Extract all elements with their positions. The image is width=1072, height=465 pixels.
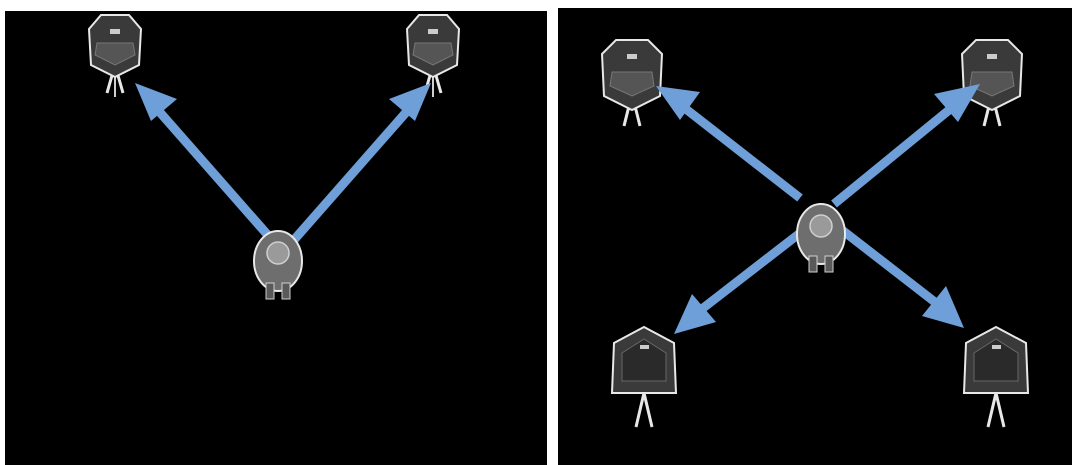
speaker-icon	[405, 13, 461, 99]
speaker-icon	[600, 38, 664, 128]
listener-icon	[253, 230, 303, 300]
stereo-setup-panel	[5, 11, 547, 465]
arrow-icon	[289, 83, 431, 244]
speaker-icon	[960, 38, 1024, 128]
arrow-icon	[656, 86, 803, 202]
arrow-icon	[831, 84, 980, 208]
arrow-icon	[839, 226, 964, 328]
quad-setup-panel	[558, 8, 1072, 465]
speaker-icon	[610, 325, 678, 429]
speaker-icon	[962, 325, 1030, 429]
quad-diagram	[600, 38, 1030, 429]
stereo-diagram	[87, 13, 461, 300]
arrow-icon	[135, 83, 277, 244]
arrow-icon	[674, 226, 807, 334]
speaker-icon	[87, 13, 143, 99]
listener-icon	[796, 203, 846, 273]
